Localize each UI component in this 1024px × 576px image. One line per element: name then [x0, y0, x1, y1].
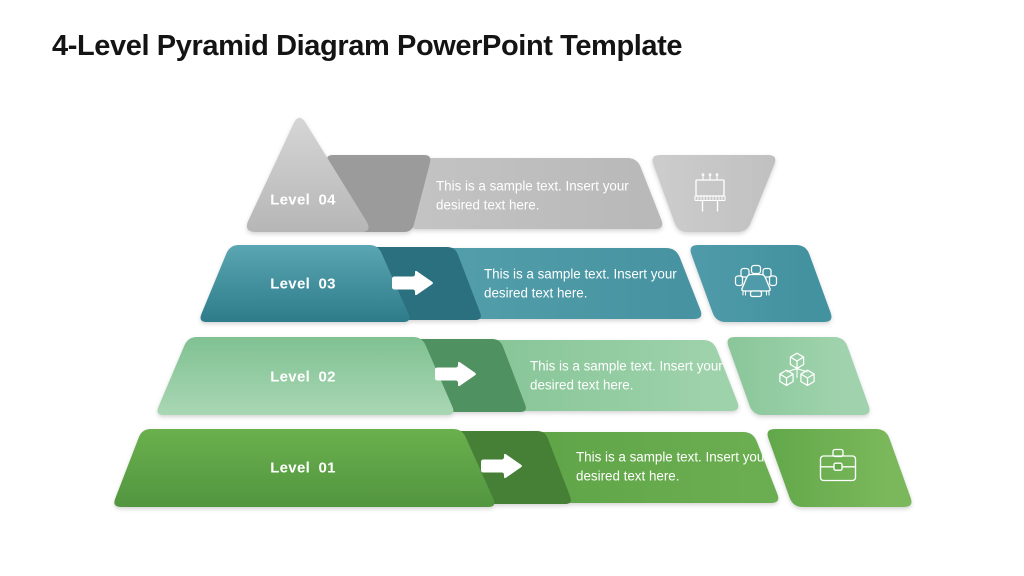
level-03-row	[200, 245, 832, 322]
level-03-arrow-icon	[392, 270, 433, 296]
level-01-label: Level 01	[270, 459, 336, 477]
level-03-label: Level 03	[270, 275, 336, 293]
meeting-table-icon	[734, 264, 778, 298]
level-01-pyramid-segment	[114, 429, 495, 507]
level-02-text-bar	[472, 340, 739, 411]
cubes-icon	[779, 352, 815, 387]
level-01-description: This is a sample text. Insert your desir…	[576, 449, 769, 484]
level-04-row	[246, 117, 776, 232]
level-02-description: This is a sample text. Insert your desir…	[530, 358, 723, 393]
level-02-row	[157, 337, 870, 415]
level-03-text-bar	[427, 248, 702, 319]
briefcase-icon	[819, 448, 857, 482]
level-02-pyramid-segment	[157, 337, 454, 415]
level-03-pyramid-segment	[200, 245, 410, 322]
level-04-icon-box	[652, 155, 776, 232]
slide-title: 4-Level Pyramid Diagram PowerPoint Templ…	[52, 30, 683, 62]
level-01-row	[114, 429, 912, 507]
level-04-description: This is a sample text. Insert your desir…	[436, 178, 629, 213]
level-02-arrow-icon	[435, 361, 476, 387]
level-03-description: This is a sample text. Insert your desir…	[484, 266, 677, 301]
level-04-text-bar	[382, 158, 663, 229]
billboard-icon	[694, 173, 726, 212]
level-02-label: Level 02	[270, 368, 336, 386]
level-02-icon-box	[727, 337, 870, 415]
level-01-text-bar	[517, 432, 779, 503]
level-01-arrow-icon	[481, 453, 522, 479]
level-04-label: Level 04	[270, 191, 336, 209]
level-04-pyramid-segment	[246, 117, 369, 232]
